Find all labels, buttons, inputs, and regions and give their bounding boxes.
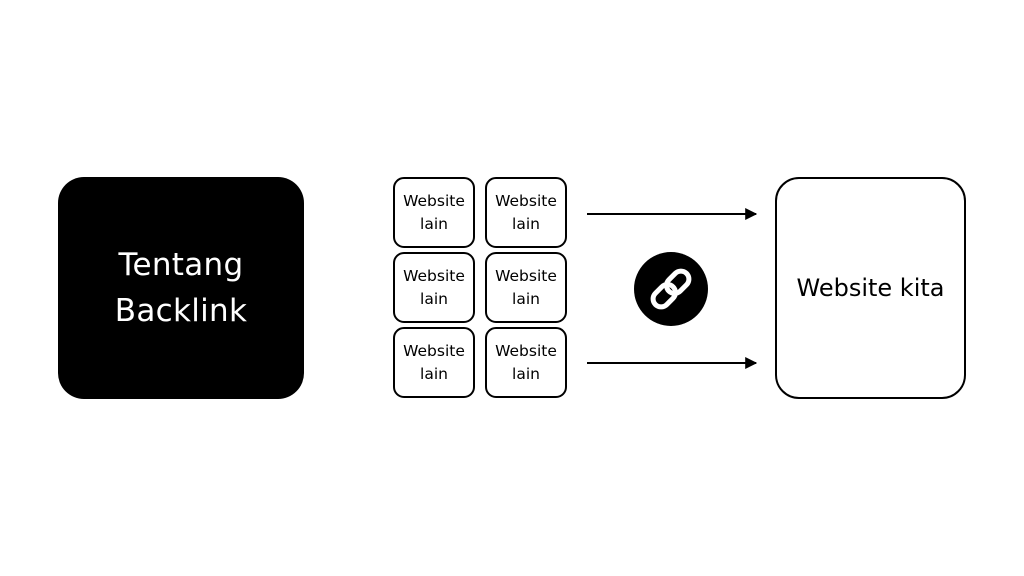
target-site-label: Website kita xyxy=(796,274,945,302)
source-site-label: Website lain xyxy=(403,191,465,233)
source-site-label: Website lain xyxy=(495,191,557,233)
source-site-box: Website lain xyxy=(485,327,567,398)
source-site-box: Website lain xyxy=(393,327,475,398)
link-chain-icon xyxy=(634,252,708,326)
source-site-label: Website lain xyxy=(403,341,465,383)
source-site-box: Website lain xyxy=(485,177,567,248)
source-site-box: Website lain xyxy=(393,177,475,248)
source-site-box: Website lain xyxy=(393,252,475,323)
title-text: Tentang Backlink xyxy=(114,247,248,329)
source-site-label: Website lain xyxy=(495,341,557,383)
title-box: Tentang Backlink xyxy=(58,177,304,399)
target-site-box: Website kita xyxy=(775,177,966,399)
source-site-label: Website lain xyxy=(495,266,557,308)
source-site-label: Website lain xyxy=(403,266,465,308)
source-site-box: Website lain xyxy=(485,252,567,323)
